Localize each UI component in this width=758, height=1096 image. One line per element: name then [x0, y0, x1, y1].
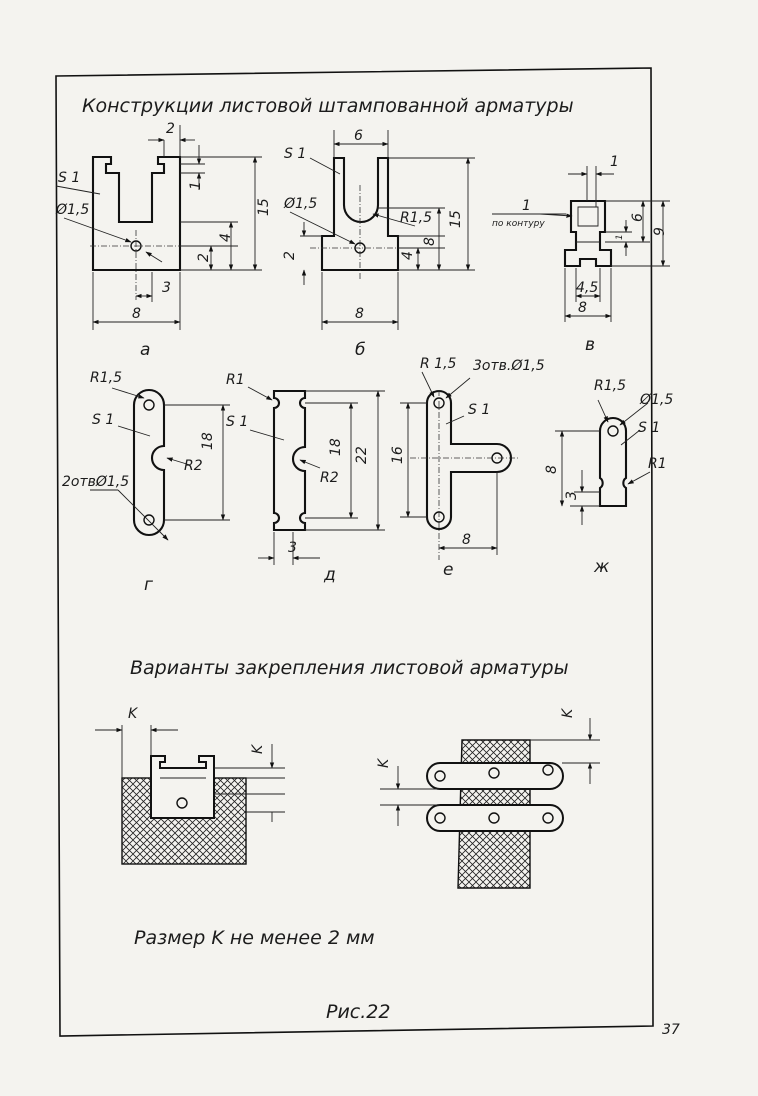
fig-zh-hole: Ø1,5	[639, 392, 673, 408]
fig-b-dim-15: 15	[448, 210, 464, 228]
fig-b-thickness: S 1	[284, 146, 306, 162]
figure-g: R1,5 S 1 18 R2 2отвØ1,5 г	[62, 370, 230, 595]
fig-e-thickness: S 1	[468, 402, 490, 418]
figure-b: S 1 Ø1,5 6 R1,5 15 8 4 2 8 б	[282, 128, 475, 360]
part-outline	[132, 389, 166, 536]
fig-a-dim-4: 4	[218, 233, 234, 242]
fig-d-radius: R1	[226, 372, 245, 388]
fig-a-dim-top: 2	[166, 121, 175, 137]
fig-a-hole: Ø1,5	[55, 202, 89, 218]
hole	[607, 425, 619, 437]
fig-d-thickness: S 1	[226, 414, 248, 430]
mount-variant-left: K K	[95, 706, 285, 865]
fig-b-hole: Ø1,5	[283, 196, 317, 212]
k-dimension: K	[376, 757, 392, 768]
part-outline	[91, 155, 182, 272]
figure-v: 1 1 по контуру 1 6 9 4,5 8 в	[492, 154, 670, 355]
fig-v-letter: в	[585, 335, 595, 355]
fig-d-r2: R2	[320, 470, 339, 486]
fig-d-dim-22: 22	[354, 446, 370, 464]
figure-a: S 1 Ø1,5 2 1 15 4 2 3 8 а	[55, 121, 272, 360]
inserted-part	[150, 755, 215, 819]
fig-e-holes: 3отв.Ø1,5	[473, 358, 545, 374]
fig-zh-letter: ж	[593, 557, 610, 577]
fig-v-dim-1: 1	[615, 234, 625, 240]
fig-zh-r1: R1	[648, 456, 667, 472]
fig-a-dim-15: 15	[256, 198, 272, 216]
hole	[143, 514, 155, 526]
figure-caption: Рис.22	[326, 1001, 390, 1023]
k-dimension: K	[560, 707, 576, 718]
fig-g-thickness: S 1	[92, 412, 114, 428]
fig-zh-dim-8: 8	[544, 465, 560, 474]
fig-zh-dim-3: 3	[564, 491, 580, 500]
fig-v-contour-value: 1	[522, 198, 531, 214]
fig-b-dim-2: 2	[282, 251, 298, 260]
fig-zh-radius: R1,5	[594, 378, 626, 394]
fig-v-dim-9: 9	[652, 227, 668, 236]
fig-v-dim-45: 4,5	[576, 280, 598, 296]
hole	[176, 797, 188, 809]
fig-g-letter: г	[144, 575, 153, 595]
fig-e-dim-16: 16	[390, 446, 406, 464]
k-dimension: K	[128, 706, 139, 722]
k-note: Размер K не менее 2 мм	[134, 927, 375, 949]
fig-g-radius: R1,5	[90, 370, 122, 386]
fig-zh-thickness: S 1	[638, 420, 660, 436]
figure-d: R1 S 1 18 22 R2 3 д	[226, 372, 385, 585]
fig-a-dim-1: 1	[188, 181, 204, 190]
part-outline	[320, 156, 400, 272]
fig-b-radius: R1,5	[400, 210, 432, 226]
fig-b-dim-8: 8	[355, 306, 364, 322]
fig-v-contour-text: по контуру	[492, 219, 545, 229]
page-title: Конструкции листовой штампованной армату…	[82, 95, 574, 117]
fig-v-dim-1top: 1	[610, 154, 619, 170]
fig-d-letter: д	[323, 565, 336, 585]
fig-e-dim-8: 8	[462, 532, 471, 548]
part-outline	[563, 199, 613, 268]
figure-zh: R1,5 Ø1,5 S 1 8 3 R1 ж	[544, 378, 673, 577]
fig-g-dim-18: 18	[200, 432, 216, 450]
fig-a-thickness: S 1	[58, 170, 80, 186]
section-subtitle: Варианты закрепления листовой арматуры	[130, 657, 569, 679]
fig-a-dim-3: 3	[162, 280, 171, 296]
hole	[143, 399, 155, 411]
fig-e-radius: R 1,5	[420, 356, 457, 372]
fig-d-dim-18: 18	[328, 438, 344, 456]
k-dimension: K	[250, 743, 266, 754]
fig-a-dim-2: 2	[196, 253, 212, 262]
fig-v-dim-8: 8	[578, 300, 587, 316]
fig-e-letter: е	[443, 560, 453, 580]
part-outline	[272, 389, 307, 532]
fig-b-dim-8v: 8	[422, 237, 438, 246]
fig-a-dim-8: 8	[132, 306, 141, 322]
fig-b-dim-4: 4	[400, 251, 416, 260]
fig-d-dim-3: 3	[288, 540, 297, 556]
fig-g-holes: 2отвØ1,5	[62, 474, 129, 490]
page-frame	[55, 67, 654, 1037]
fig-a-letter: а	[140, 340, 150, 360]
figure-e: R 1,5 3отв.Ø1,5 S 1 16 8 е	[390, 356, 545, 580]
fig-b-letter: б	[355, 340, 365, 360]
part-outline	[425, 389, 512, 531]
fig-g-r2: R2	[184, 458, 203, 474]
page-number: 37	[662, 1022, 680, 1038]
fig-v-dim-6: 6	[630, 213, 646, 222]
fig-b-dim-6: 6	[354, 128, 363, 144]
mount-variant-right: K K	[376, 707, 600, 889]
